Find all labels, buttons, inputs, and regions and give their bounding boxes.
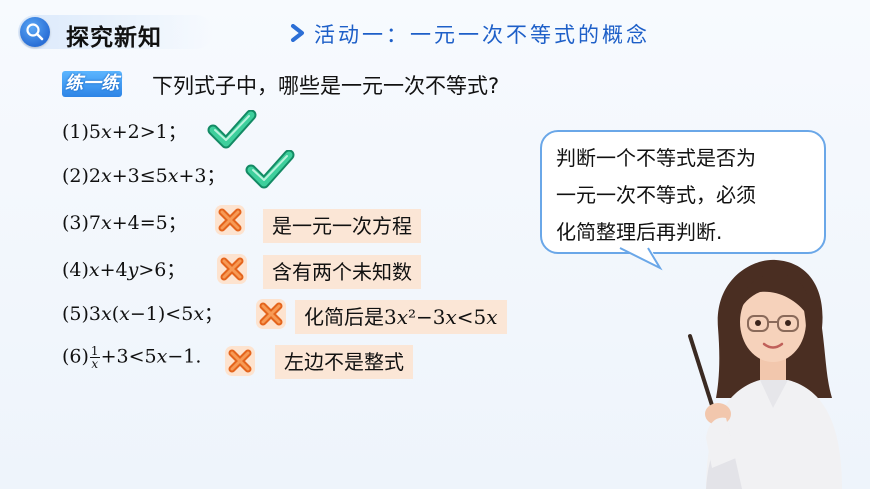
item-5: (5)3x(x−1)<5x； [62,303,224,325]
note-6: 左边不是整式 [275,345,413,379]
teacher-illustration [688,259,842,489]
cross-icon [217,254,247,284]
section-title: 探究新知 [66,25,162,51]
bubble-line: 判断一个不等式是否为 [556,146,756,170]
check-icon [207,110,257,149]
magnifier-icon [20,17,50,47]
note-3: 是一元一次方程 [263,209,421,243]
speech-bubble [540,130,826,254]
item-3: (3)7x+4=5； [62,212,187,234]
bubble-line: 化简整理后再判断. [556,220,723,244]
practice-tag: 练一练 [62,71,122,97]
item-4: (4)x+4y>6； [62,259,186,281]
bubble-text: 判断一个不等式是否为 一元一次不等式，必须 化简整理后再判断. [556,140,818,251]
practice-question: 下列式子中，哪些是一元一次不等式? [152,74,500,98]
bubble-line: 一元一次不等式，必须 [556,183,756,207]
bubble-tail [618,246,663,271]
note-4: 含有两个未知数 [263,255,421,289]
item-2: (2)2x+3≤5x+3； [62,165,226,187]
header-bar [18,15,213,49]
cross-icon [215,205,245,235]
activity-title: 活动一：一元一次不等式的概念 [314,23,650,47]
cross-icon [225,346,255,376]
check-icon [245,150,295,189]
cross-icon [256,299,286,329]
note-5: 化简后是3x²−3x<5x [295,300,507,334]
item-1: (1)5x+2>1； [62,121,187,143]
chevron-right-icon [291,24,304,42]
